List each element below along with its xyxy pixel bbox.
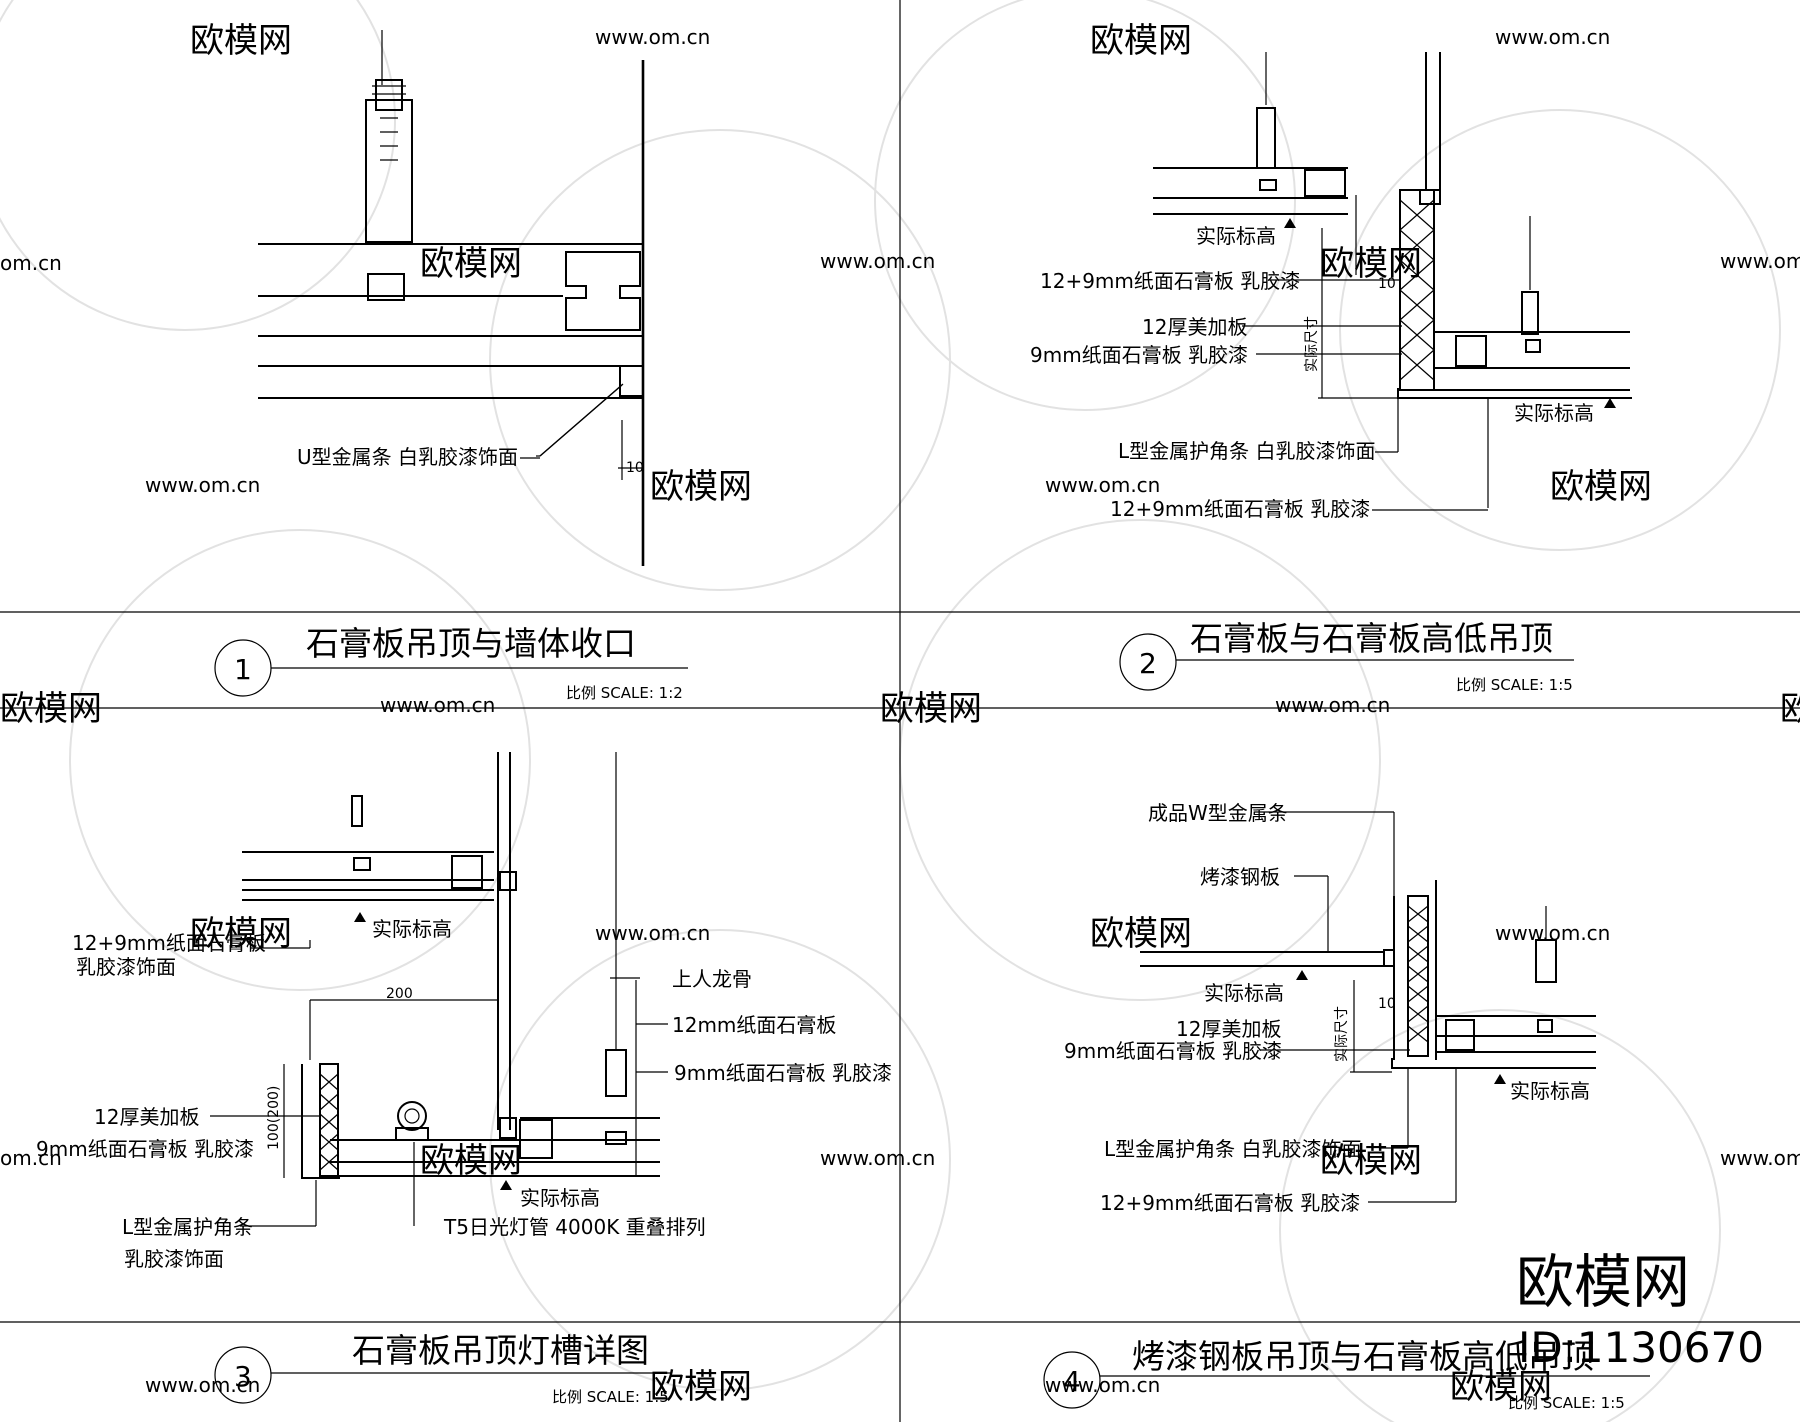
panel-2-label-5: 实际标高 [1514, 401, 1594, 425]
panel-2-dim-10: 10 [1378, 276, 1396, 292]
wm-brand: 欧模网 [880, 689, 982, 729]
panel-4-dim-10: 10 [1378, 996, 1396, 1012]
panel-3-label-10: L型金属护角条 [122, 1215, 253, 1239]
panel-3-label-7: 12厚美加板 [94, 1105, 199, 1129]
panel-3-label-4: 上人龙骨 [672, 967, 752, 991]
panel-2-label-4: 9mm纸面石膏板 乳胶漆 [1030, 343, 1248, 367]
wm-url: www.om.cn [1045, 1373, 1160, 1397]
panel-2-label-2: 12+9mm纸面石膏板 乳胶漆 [1040, 269, 1300, 293]
panel-3-number: 3 [234, 1360, 252, 1393]
wm-brand: 欧模网 [1450, 1367, 1552, 1407]
panel-2-number: 2 [1139, 647, 1157, 680]
brand-id: ID:1130670 [1518, 1323, 1764, 1372]
panel-2-scale: 比例 SCALE: 1:5 [1456, 676, 1573, 694]
wm-brand: 欧模网 [190, 21, 292, 61]
panel-2-drawing [1153, 52, 1632, 399]
detail-panel-1: U型金属条 白乳胶漆饰面 10 1 石膏板吊顶与墙体收口 比例 SCALE: 1… [214, 30, 688, 702]
panel-2-label-6: L型金属护角条 白乳胶漆饰面 [1118, 439, 1376, 463]
wm-url: www.om.cn [595, 25, 710, 49]
panel-4-label-4: 12厚美加板 [1176, 1017, 1281, 1041]
brand-logo: 欧模网 [1516, 1248, 1690, 1316]
panel-2-label-7: 12+9mm纸面石膏板 乳胶漆 [1110, 497, 1370, 521]
panel-1-drawing [258, 30, 645, 566]
panel-3-label-2: 12+9mm纸面石膏板 [72, 931, 266, 955]
panel-3-label-11: 乳胶漆饰面 [124, 1247, 224, 1271]
panel-2-label-3: 12厚美加板 [1142, 315, 1247, 339]
panel-3-label-3: 乳胶漆饰面 [76, 955, 176, 979]
wm-brand: 欧模网 [650, 467, 752, 507]
wm-url: www.om.cn [380, 693, 495, 717]
panel-2-label-1: 实际标高 [1196, 224, 1276, 248]
panel-3-title: 石膏板吊顶灯槽详图 [352, 1331, 649, 1370]
wm-brand: 欧模网 [420, 244, 522, 284]
wm-url: www.om.cn [1275, 693, 1390, 717]
detail-panel-2: 实际标高 12+9mm纸面石膏板 乳胶漆 12厚美加板 9mm纸面石膏板 乳胶漆… [1030, 52, 1632, 694]
panel-3-number-bubble [214, 1346, 272, 1404]
panel-3-label-9: 实际标高 [520, 1186, 600, 1210]
panel-1-title: 石膏板吊顶与墙体收口 [306, 624, 636, 663]
wm-url: www.om.cn [595, 921, 710, 945]
wm-url: www.om.cn [820, 1146, 935, 1170]
panel-1-scale: 比例 SCALE: 1:2 [566, 684, 683, 702]
panel-4-dim-actual: 实际尺寸 [1334, 1006, 1350, 1062]
panel-4-label-6: 实际标高 [1510, 1079, 1590, 1103]
wm-url-partial: om.cn [0, 1146, 62, 1170]
wm-brand: 欧模网 [1780, 689, 1800, 729]
panel-4-label-2: 烤漆钢板 [1200, 865, 1280, 889]
panel-3-drawing [242, 752, 660, 1179]
panel-3-scale: 比例 SCALE: 1:5 [552, 1388, 669, 1406]
panel-3-label-12: T5日光灯管 4000K 重叠排列 [443, 1215, 706, 1239]
panel-4-label-5: 9mm纸面石膏板 乳胶漆 [1064, 1039, 1282, 1063]
panel-1-label: U型金属条 白乳胶漆饰面 [297, 445, 518, 469]
panel-4-label-1: 成品W型金属条 [1148, 801, 1288, 825]
panel-4-title: 烤漆钢板吊顶与石膏板高低吊顶 [1132, 1337, 1594, 1376]
wm-brand: 欧模网 [0, 689, 102, 729]
panel-4-number-bubble [1043, 1351, 1101, 1409]
panel-3-label-8: 9mm纸面石膏板 乳胶漆 [36, 1137, 254, 1161]
brand-stamp: 欧模网 ID:1130670 [1516, 1248, 1764, 1372]
wm-url: www.om.cn [1720, 1146, 1800, 1170]
panel-2-title: 石膏板与石膏板高低吊顶 [1190, 619, 1553, 658]
panel-3-dim-100-200: 100(200) [266, 1086, 282, 1150]
wm-url: www.om.cn [1045, 473, 1160, 497]
panel-4-scale: 比例 SCALE: 1:5 [1508, 1394, 1625, 1412]
detail-panel-4: 成品W型金属条 烤漆钢板 实际标高 12厚美加板 9mm纸面石膏板 乳胶漆 实际… [1043, 801, 1650, 1412]
wm-url: www.om.cn [1495, 25, 1610, 49]
panel-3-label-5: 12mm纸面石膏板 [672, 1013, 836, 1037]
wm-url-partial: om.cn [0, 251, 62, 275]
wm-url: www.om.cn [1495, 921, 1610, 945]
detail-panel-3: 实际标高 12+9mm纸面石膏板 乳胶漆饰面 上人龙骨 12mm纸面石膏板 9m… [36, 752, 892, 1406]
panel-2-number-bubble [1119, 633, 1177, 691]
wm-brand: 欧模网 [1090, 914, 1192, 954]
panel-1-dim: 10 [626, 460, 644, 476]
panel-4-label-7: L型金属护角条 白乳胶漆饰面 [1104, 1137, 1362, 1161]
panel-4-drawing [1140, 880, 1596, 1073]
wm-brand: 欧模网 [190, 914, 292, 954]
wm-url: www.om.cn [1720, 249, 1800, 273]
wm-brand: 欧模网 [1090, 21, 1192, 61]
wm-brand: 欧模网 [1320, 244, 1422, 284]
wm-brand: 欧模网 [650, 1367, 752, 1407]
panel-3-label-1: 实际标高 [372, 917, 452, 941]
panel-4-number: 4 [1063, 1365, 1081, 1398]
panel-3-label-6: 9mm纸面石膏板 乳胶漆 [674, 1061, 892, 1085]
wm-url: www.om.cn [145, 1373, 260, 1397]
wm-url: www.om.cn [145, 473, 260, 497]
wm-url: www.om.cn [820, 249, 935, 273]
panel-3-dim-200: 200 [386, 986, 413, 1002]
panel-4-label-8: 12+9mm纸面石膏板 乳胶漆 [1100, 1191, 1360, 1215]
panel-1-number: 1 [234, 653, 252, 686]
panel-2-dim-actual: 实际尺寸 [1304, 316, 1320, 372]
wm-brand: 欧模网 [1550, 467, 1652, 507]
panel-4-label-3: 实际标高 [1204, 981, 1284, 1005]
